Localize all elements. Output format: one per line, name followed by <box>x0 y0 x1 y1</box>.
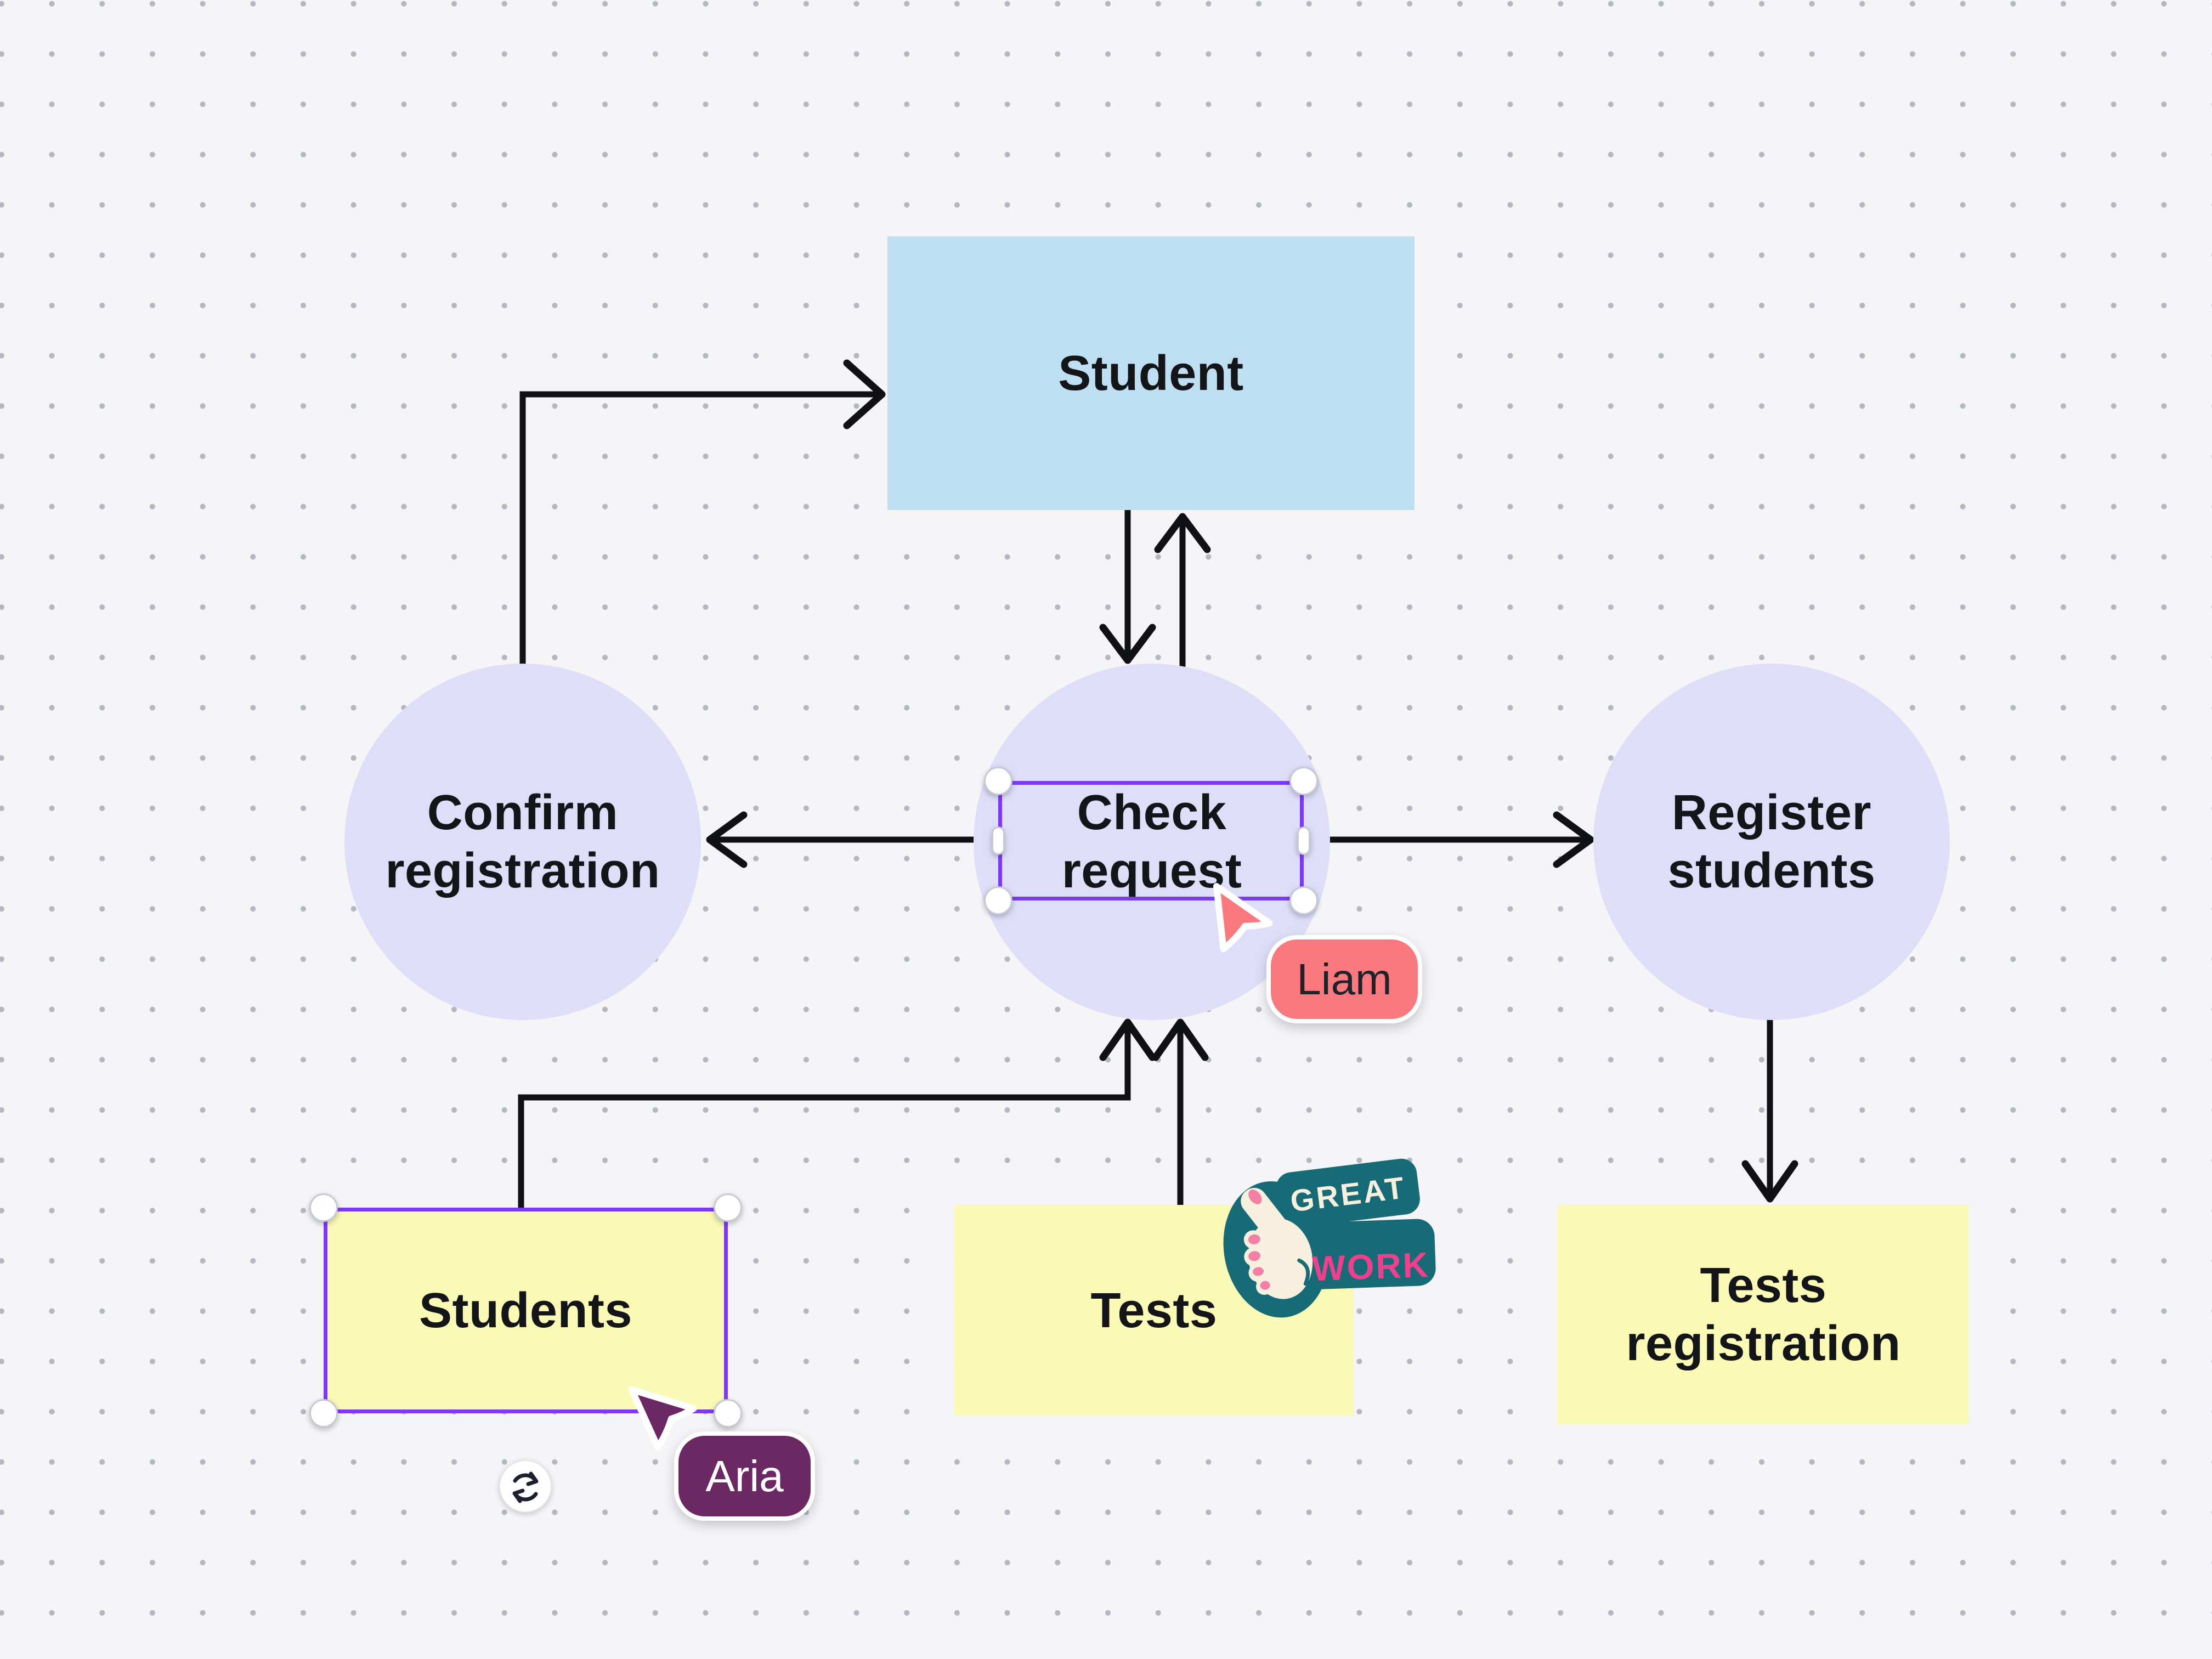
aria-cursor-icon <box>629 1386 697 1451</box>
aria-name: Aria <box>705 1451 784 1501</box>
selection-handle-bottom-left[interactable] <box>984 886 1012 915</box>
node-tests-registration-store-label: Tests registration <box>1626 1258 1901 1371</box>
aria-presence-label: Aria <box>674 1431 815 1521</box>
node-confirm-registration-label: Confirm registration <box>385 785 660 898</box>
connector-students-to-check[interactable] <box>518 1018 1156 1210</box>
selection-handle-top-right[interactable] <box>1289 767 1318 795</box>
great-work-sticker[interactable]: GREAT WORK <box>1220 1133 1445 1346</box>
sync-status-badge <box>499 1460 552 1513</box>
node-register-students-label: Register students <box>1667 785 1876 898</box>
connector-check-to-confirm[interactable] <box>706 811 978 868</box>
node-check-request-label: Check request <box>1061 785 1242 898</box>
students-handle-top-right[interactable] <box>714 1193 742 1222</box>
node-students-store-label: Students <box>418 1283 632 1338</box>
selection-handle-right-mid[interactable] <box>1297 826 1310 855</box>
connector-student-to-check[interactable] <box>1099 508 1156 664</box>
liam-cursor-icon <box>1213 883 1273 953</box>
connector-register-to-tests-registration[interactable] <box>1741 1016 1798 1203</box>
liam-name: Liam <box>1297 954 1392 1004</box>
liam-presence-label: Liam <box>1266 935 1422 1023</box>
node-tests-registration-store[interactable]: Tests registration <box>1558 1205 1969 1424</box>
node-student-label: Student <box>1058 346 1244 401</box>
connector-tests-to-check[interactable] <box>1152 1018 1209 1207</box>
sync-icon <box>512 1471 539 1503</box>
node-register-students[interactable]: Register students <box>1593 664 1950 1020</box>
students-handle-bottom-left[interactable] <box>309 1399 338 1428</box>
connector-confirm-to-student[interactable] <box>519 359 886 668</box>
node-student[interactable]: Student <box>887 236 1415 510</box>
selection-handle-bottom-right[interactable] <box>1289 886 1318 915</box>
students-handle-bottom-right[interactable] <box>714 1399 742 1428</box>
connector-check-to-student[interactable] <box>1154 513 1211 668</box>
students-handle-top-left[interactable] <box>309 1193 338 1222</box>
node-confirm-registration[interactable]: Confirm registration <box>344 664 701 1020</box>
connector-check-to-register[interactable] <box>1326 811 1594 868</box>
node-tests-store-label: Tests <box>1090 1283 1218 1338</box>
selection-handle-top-left[interactable] <box>984 767 1012 795</box>
sticker-line2: WORK <box>1311 1245 1430 1288</box>
node-students-store[interactable]: Students <box>324 1208 728 1413</box>
selection-handle-left-mid[interactable] <box>992 826 1005 855</box>
thumbs-up-icon: GREAT WORK <box>1223 1158 1436 1318</box>
